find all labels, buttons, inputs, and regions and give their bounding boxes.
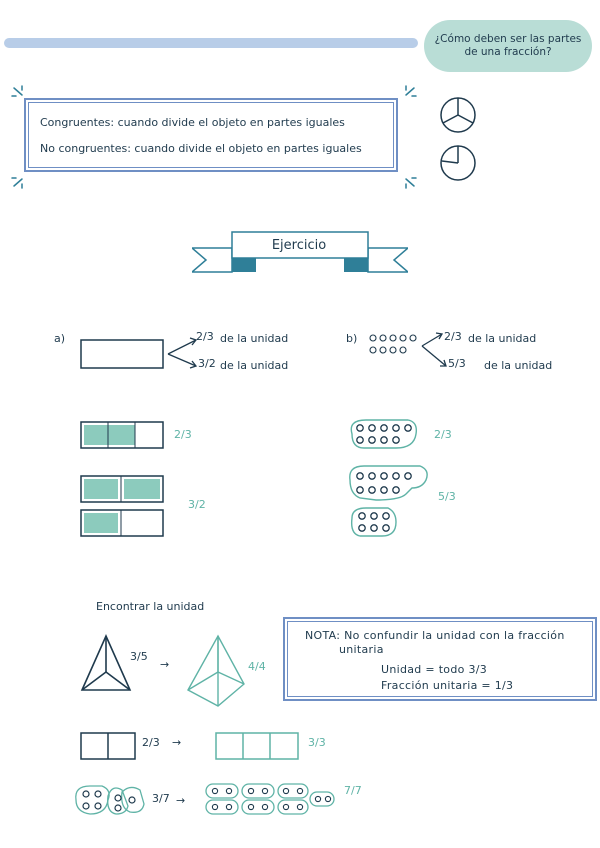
- exercise-a-option2-text: de la unidad: [220, 359, 289, 372]
- triangle-arrow: →: [160, 658, 170, 671]
- answer-a1-fraction: 2/3: [174, 428, 192, 441]
- exercise-a-option1-text: de la unidad: [220, 332, 289, 345]
- answer-a2-fraction: 3/2: [188, 498, 206, 511]
- exercise-a-answers: [80, 421, 164, 537]
- unit-rectangle-figures: [80, 732, 299, 760]
- rect-unit-fraction: 3/3: [308, 736, 326, 749]
- exercise-a-figure: [80, 337, 198, 369]
- unit-section-title: Encontrar la unidad: [96, 600, 205, 613]
- pie-icons: [440, 97, 476, 181]
- answer-b2-fraction: 5/3: [438, 490, 456, 503]
- ribbon-banner: [192, 231, 408, 273]
- answer-b1-fraction: 2/3: [434, 428, 452, 441]
- exercise-b-option1-fraction: 2/3: [444, 330, 462, 343]
- question-cloud: ¿Cómo deben ser las partes de una fracci…: [424, 20, 592, 72]
- exercise-b-figure: [369, 332, 447, 367]
- dots-unit-fraction: 7/7: [344, 784, 362, 797]
- pie-non-congruent-icon: [440, 145, 476, 181]
- question-text: ¿Cómo deben ser las partes de una fracci…: [434, 33, 582, 58]
- dots-arrow: →: [176, 794, 186, 807]
- definition-congruentes: Congruentes: cuando divide el objeto en …: [40, 116, 345, 129]
- note-unidad: Unidad = todo 3/3: [381, 663, 488, 676]
- note-line1: NOTA: No confundir la unidad con la frac…: [305, 629, 565, 642]
- definition-box: Congruentes: cuando divide el objeto en …: [24, 98, 398, 172]
- answer-a1-bar: [80, 421, 164, 449]
- pyramid-four-fourths: [187, 634, 245, 707]
- pyramid-fraction: 4/4: [248, 660, 266, 673]
- triangle-fraction: 3/5: [130, 650, 148, 663]
- ribbon-title: Ejercicio: [271, 237, 327, 253]
- unit-dots-figures: [75, 783, 335, 815]
- header-bar: [4, 38, 418, 48]
- exercise-b-option2-fraction: 5/3: [448, 357, 466, 370]
- answer-a2-bars: [80, 475, 164, 537]
- definition-no-congruentes: No congruentes: cuando divide el objeto …: [40, 142, 362, 155]
- rect-three-thirds: [215, 732, 299, 760]
- exercise-b-option2-text: de la unidad: [484, 359, 553, 372]
- exercise-a-letter: a): [54, 332, 66, 345]
- unit-triangle-figures: [80, 634, 245, 707]
- exercise-b-answers: [349, 419, 428, 537]
- pie-congruent-icon: [440, 97, 476, 133]
- rect-arrow: →: [172, 736, 182, 749]
- note-fraccion-unitaria: Fracción unitaria = 1/3: [381, 679, 514, 692]
- exercise-a-option2-fraction: 3/2: [198, 357, 216, 370]
- note-box: NOTA: No confundir la unidad con la frac…: [283, 617, 597, 701]
- dots-fraction: 3/7: [152, 792, 170, 805]
- exercise-b-letter: b): [346, 332, 358, 345]
- exercise-b-option1-text: de la unidad: [468, 332, 537, 345]
- note-line2: unitaria: [339, 643, 384, 656]
- rect-two-thirds: [80, 732, 136, 760]
- rect-fraction: 2/3: [142, 736, 160, 749]
- exercise-a-option1-fraction: 2/3: [196, 330, 214, 343]
- triangle-three-fifths: [80, 634, 132, 691]
